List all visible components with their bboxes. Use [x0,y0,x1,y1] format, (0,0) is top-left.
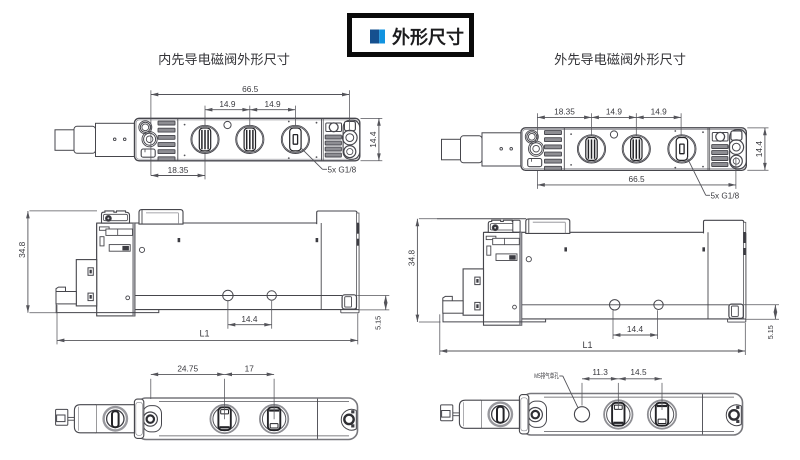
svg-text:24.75: 24.75 [177,364,198,374]
svg-text:14.4: 14.4 [241,314,258,324]
svg-text:14.4: 14.4 [368,131,378,148]
svg-text:11.3: 11.3 [592,367,608,377]
svg-text:L1: L1 [582,340,592,350]
svg-text:34.8: 34.8 [406,250,416,267]
svg-text:14.9: 14.9 [651,107,668,117]
svg-text:66.5: 66.5 [629,174,646,184]
svg-text:内先导电磁阀外形尺寸: 内先导电磁阀外形尺寸 [158,52,290,67]
svg-text:34.8: 34.8 [17,241,27,258]
svg-text:14.4: 14.4 [627,324,644,334]
svg-text:14.9: 14.9 [606,107,623,117]
svg-text:14.9: 14.9 [265,99,282,109]
svg-text:5x G1/8: 5x G1/8 [711,192,740,201]
svg-text:外形尺寸: 外形尺寸 [392,27,464,48]
svg-text:M5排气单孔: M5排气单孔 [534,371,559,380]
svg-text:14.5: 14.5 [630,367,647,377]
svg-text:66.5: 66.5 [242,84,259,94]
svg-text:5x G1/8: 5x G1/8 [328,165,357,174]
svg-text:L1: L1 [199,329,209,339]
svg-text:18.35: 18.35 [168,165,189,175]
svg-text:14.4: 14.4 [754,141,764,158]
svg-text:14.9: 14.9 [219,99,236,109]
svg-text:外先导电磁阀外形尺寸: 外先导电磁阀外形尺寸 [554,52,686,67]
svg-text:5.15: 5.15 [374,316,383,330]
svg-text:17: 17 [245,364,255,374]
svg-text:18.35: 18.35 [554,107,575,117]
svg-text:5.15: 5.15 [766,325,775,339]
